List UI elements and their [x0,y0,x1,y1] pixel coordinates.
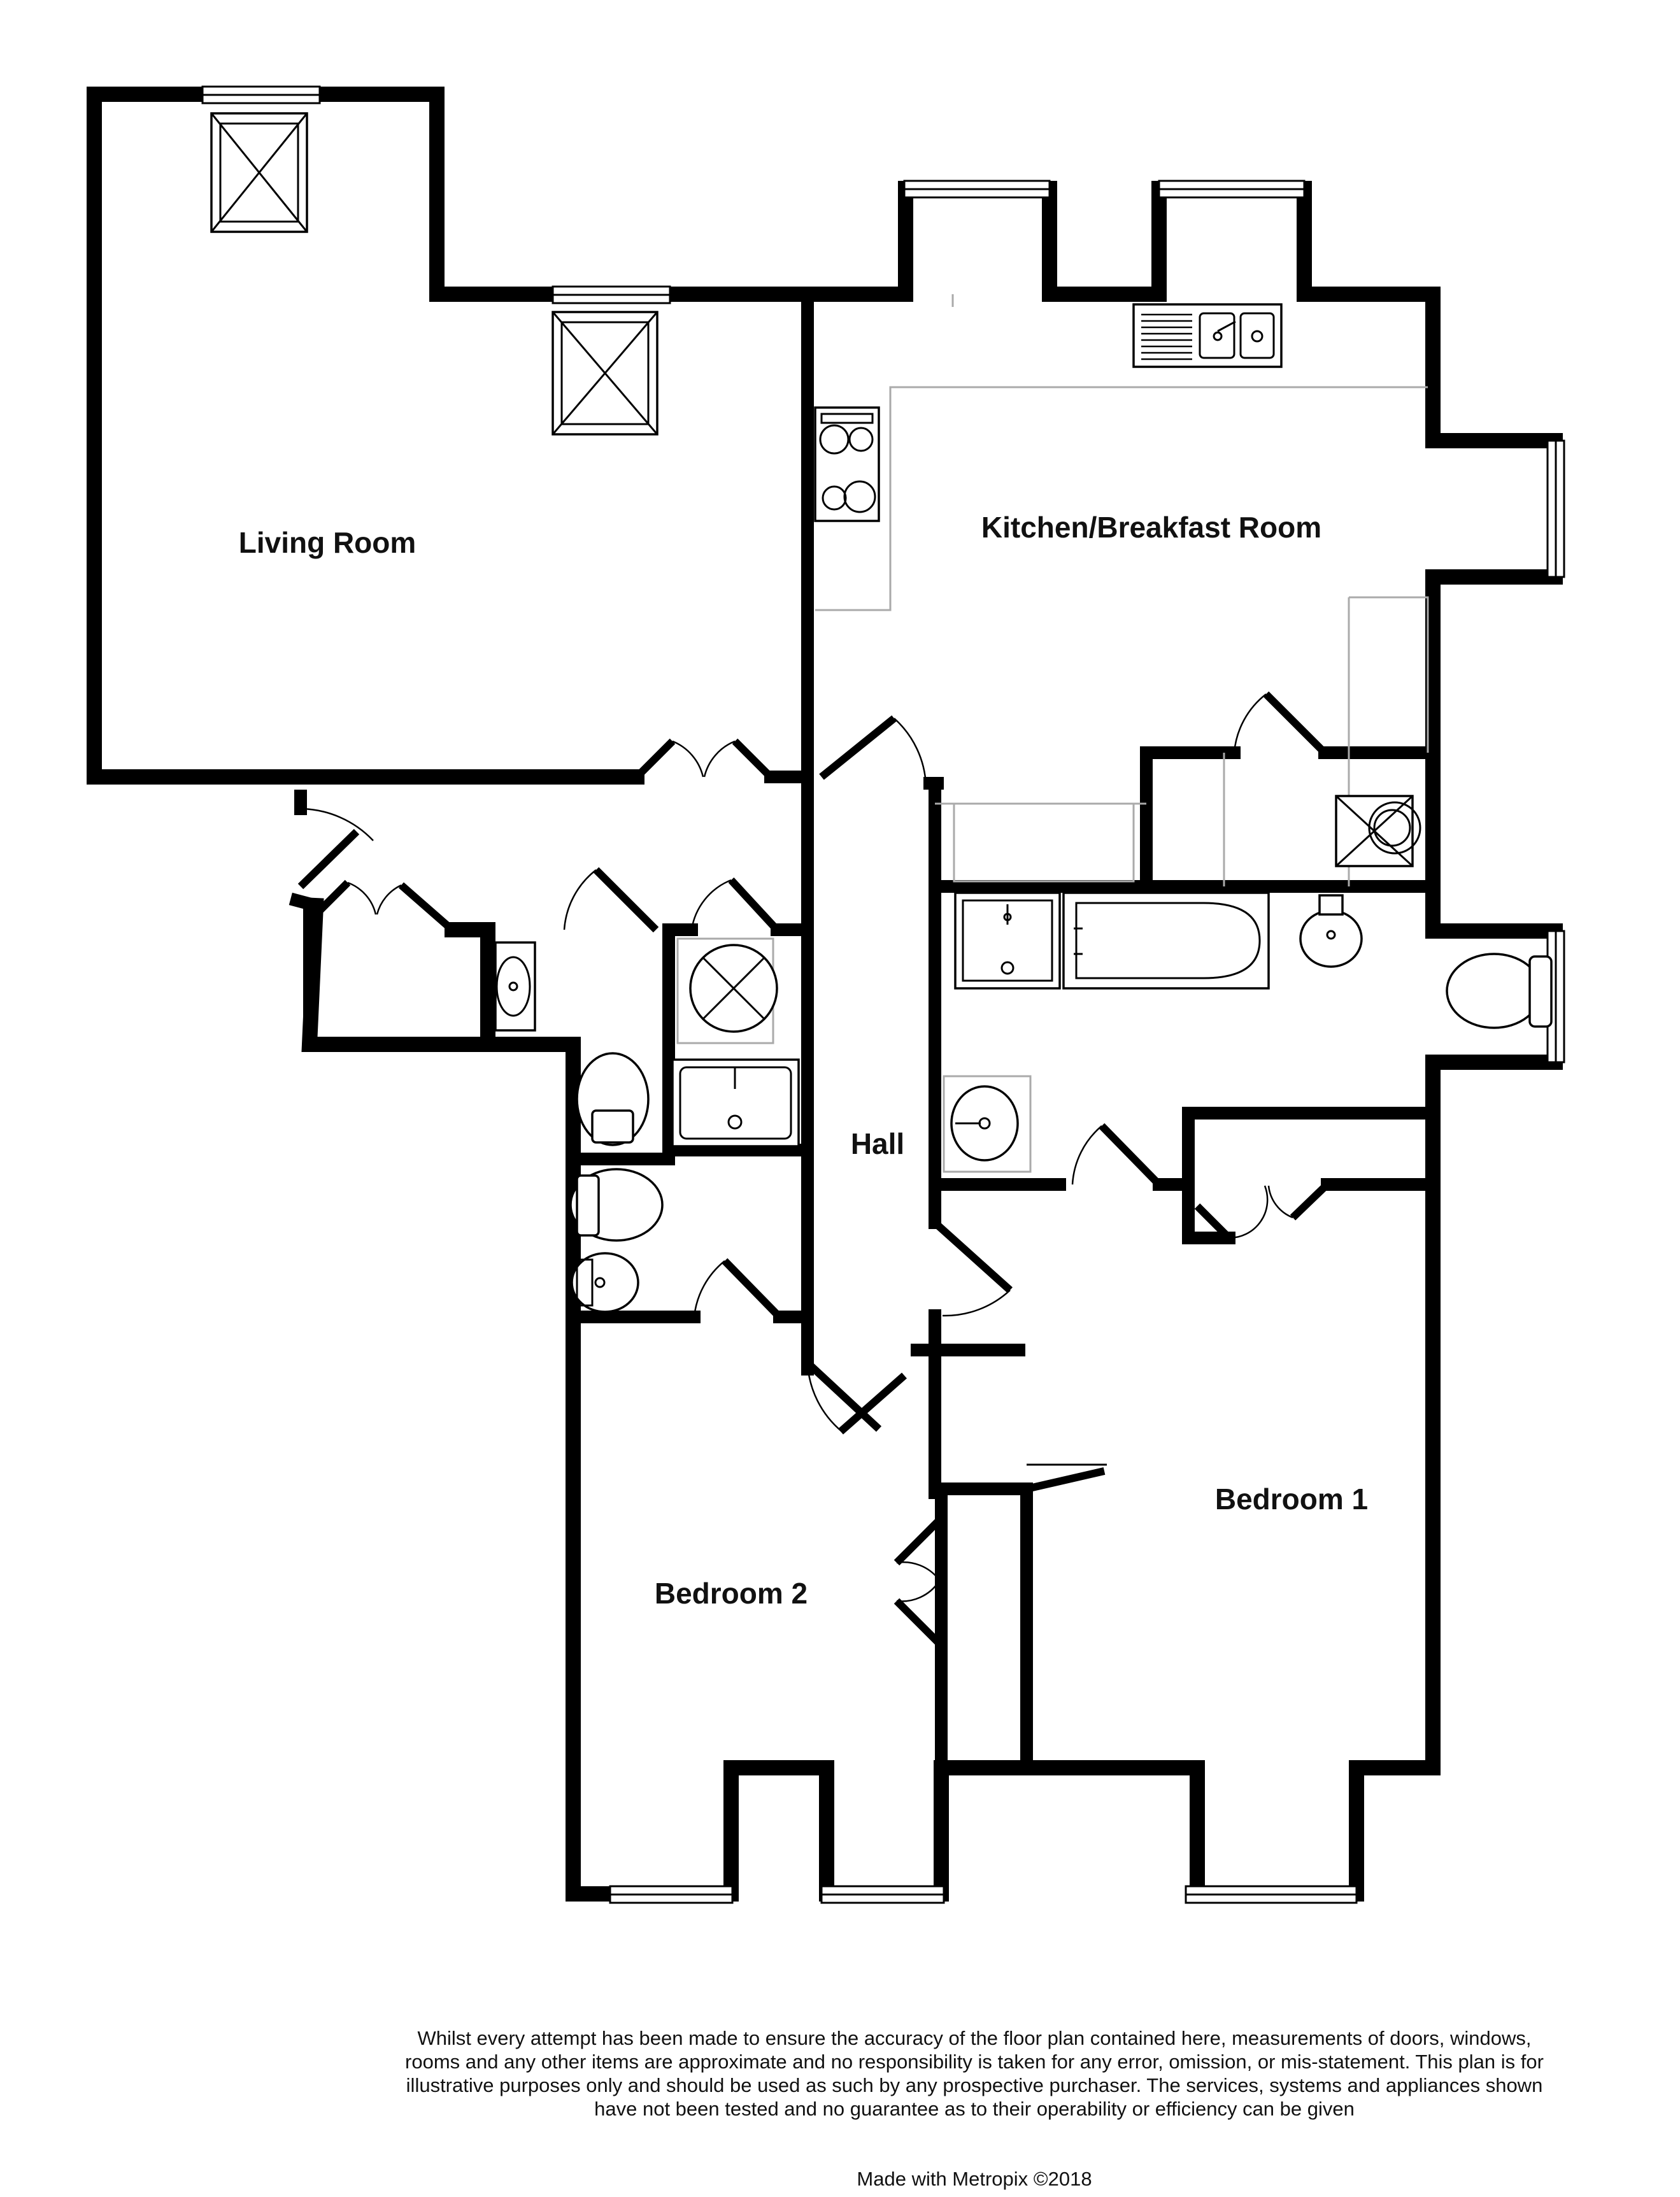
room-label-hall: Hall [850,1127,905,1160]
windows [201,85,1565,1904]
boiler-icon [1335,795,1421,867]
skylight-icon [552,311,658,436]
toilet-icon [569,1168,664,1242]
basin-icon [494,941,536,1032]
cloakroom-fixtures [494,941,800,1313]
room-label-bedroom-2: Bedroom 2 [654,1577,808,1610]
toilet-icon [1446,953,1553,1029]
basin-icon [671,1058,800,1148]
sink-icon [1132,303,1283,368]
bidet-icon [1299,894,1363,968]
shower-tray-icon [954,892,1061,990]
hob-icon [814,406,880,522]
interior-walls [288,288,1439,1774]
skylight-icons [210,112,658,436]
room-label-bedroom-1: Bedroom 1 [1214,1482,1369,1516]
bathroom-fixtures [943,892,1553,1173]
basin-icon [571,1252,639,1313]
disclaimer-text: Whilst every attempt has been made to en… [405,2027,1544,2120]
basin-icon [943,1075,1032,1173]
bath-icon [1062,892,1270,990]
room-label-kitchen: Kitchen/Breakfast Room [981,511,1322,544]
doors [297,691,1330,1649]
cylinder-icon [676,937,778,1044]
room-label-living-room: Living Room [238,526,416,559]
kitchen-fixtures [814,294,1429,886]
credit-text: Made with Metropix ©2018 [857,2168,1092,2190]
skylight-icon [210,112,308,233]
toilet-icon [576,1052,650,1146]
